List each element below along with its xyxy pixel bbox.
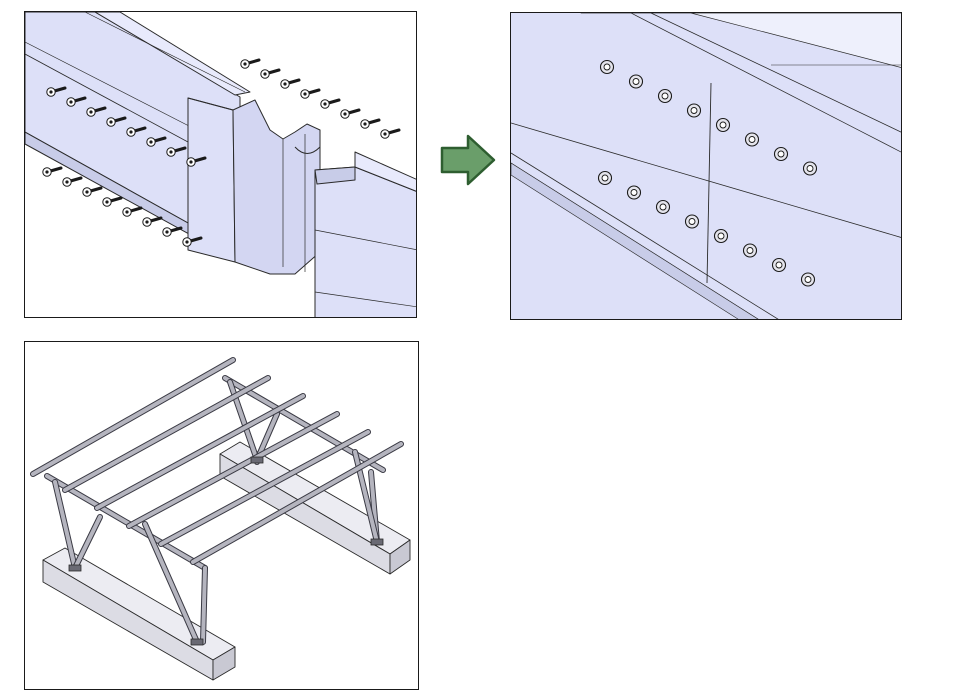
right-arrow-icon — [440, 134, 496, 186]
nut-icon — [771, 257, 787, 273]
bolt-icon — [240, 58, 261, 69]
base-plate — [370, 538, 384, 546]
splice-exploded-panel — [24, 11, 417, 318]
bolt-icon — [162, 226, 183, 237]
bolt-icon — [320, 98, 341, 109]
nut-icon — [626, 185, 642, 200]
bolt-icon — [66, 96, 87, 107]
bolt-icon — [300, 88, 321, 99]
beam-face — [201, 566, 207, 644]
beam-face — [53, 480, 77, 570]
nut-icon — [715, 117, 731, 133]
bolt-group-exploded — [42, 58, 401, 247]
nut-icon — [628, 74, 644, 89]
base-plate — [68, 564, 82, 572]
beam-face — [73, 515, 102, 570]
nut-icon — [773, 146, 789, 162]
bolt-icon — [106, 116, 127, 127]
bolt-icon — [380, 128, 401, 139]
bolt-icon — [126, 126, 147, 137]
nut-icon — [686, 103, 702, 118]
beam-face — [63, 376, 270, 492]
base-plate — [190, 638, 204, 646]
splice-exploded-drawing — [25, 12, 416, 317]
beam-face — [45, 474, 207, 570]
bolt-icon — [166, 146, 187, 157]
splice-assembled-drawing — [511, 13, 901, 319]
bolt-icon — [280, 78, 301, 89]
nut-icon — [742, 243, 758, 258]
bolt-icon — [142, 216, 163, 227]
beam-face — [143, 522, 199, 644]
bolt-icon — [122, 206, 143, 217]
beam-face — [191, 442, 403, 564]
bolt-icon — [82, 186, 103, 197]
bolt-icon — [62, 176, 83, 187]
bolt-icon — [146, 136, 167, 147]
carport-frame — [30, 357, 404, 646]
bolt-icon — [42, 166, 63, 177]
nut-icon — [597, 170, 613, 186]
beam-face — [127, 412, 339, 528]
bolt-icon — [102, 196, 123, 207]
nut-icon — [802, 161, 818, 176]
bolt-icon — [186, 156, 207, 167]
nut-icon — [657, 88, 673, 104]
bolt-icon — [182, 236, 203, 247]
beam-face — [31, 358, 235, 476]
bolt-icon — [260, 68, 281, 79]
nut-icon — [599, 59, 615, 75]
bolt-icon — [340, 108, 361, 119]
beam-face — [95, 394, 305, 510]
nut-icon — [800, 272, 816, 287]
splice-assembled-panel — [510, 12, 902, 320]
nut-icon — [655, 199, 671, 215]
nut-icon — [744, 132, 760, 147]
beam-face — [159, 430, 370, 546]
bolt-icon — [360, 118, 381, 129]
bolt-icon — [46, 86, 67, 97]
nut-icon — [713, 228, 729, 244]
base-plate — [250, 456, 264, 464]
nut-icon — [684, 214, 700, 229]
bolt-icon — [86, 106, 107, 117]
bolt-group-assembled — [597, 59, 818, 287]
carport-structure-drawing — [30, 357, 411, 681]
carport-structure-panel — [24, 341, 419, 690]
